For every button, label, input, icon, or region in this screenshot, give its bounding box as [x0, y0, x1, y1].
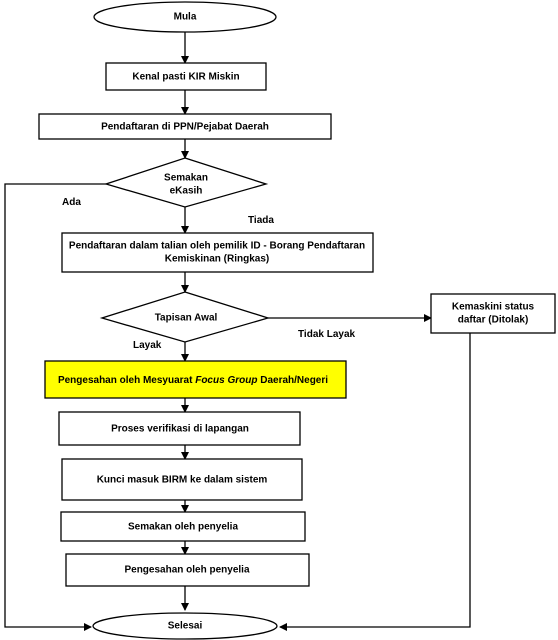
- node-supervisor-confirm: Pengesahan oleh penyelia: [65, 553, 310, 587]
- node-check-ekasih-line2: eKasih: [170, 186, 203, 197]
- node-update-status: Kemaskini status daftar (Ditolak): [430, 293, 556, 334]
- node-field-verification: Proses verifikasi di lapangan: [58, 411, 301, 446]
- node-update-status-line1: Kemaskini status: [452, 302, 535, 313]
- node-start: Mula: [93, 1, 277, 33]
- node-key-in-label: Kunci masuk BIRM ke dalam sistem: [97, 475, 268, 486]
- node-supervisor-confirm-label: Pengesahan oleh penyelia: [124, 565, 249, 576]
- edge-label-tiada: Tiada: [248, 215, 274, 226]
- node-check-ekasih: Semakan eKasih: [103, 157, 269, 208]
- node-start-label: Mula: [174, 12, 197, 23]
- node-focus-group-label: Pengesahan oleh Mesyuarat Focus Group Da…: [58, 375, 328, 386]
- node-online-register-line2: Kemiskinan (Ringkas): [165, 254, 269, 265]
- node-online-register-line1: Pendaftaran dalam talian oleh pemilik ID…: [69, 241, 365, 252]
- node-focus-group-italic: Focus Group: [195, 375, 257, 386]
- edge-label-tidak-layak: Tidak Layak: [298, 329, 356, 340]
- node-focus-group-after: Daerah/Negeri: [257, 375, 328, 386]
- node-update-status-line2: daftar (Ditolak): [458, 315, 529, 326]
- node-focus-group: Pengesahan oleh Mesyuarat Focus Group Da…: [44, 360, 347, 399]
- edge-label-layak: Layak: [133, 340, 162, 351]
- node-supervisor-check-label: Semakan oleh penyelia: [128, 522, 238, 533]
- node-initial-screening: Tapisan Awal: [99, 291, 271, 343]
- node-initial-screening-label: Tapisan Awal: [155, 313, 218, 324]
- node-check-ekasih-line1: Semakan: [164, 173, 208, 184]
- node-identify-label: Kenal pasti KIR Miskin: [132, 72, 239, 83]
- node-focus-group-before: Pengesahan oleh Mesyuarat: [58, 375, 195, 386]
- edge-update-end: [279, 333, 471, 631]
- node-field-verification-label: Proses verifikasi di lapangan: [111, 424, 249, 435]
- connectors: [4, 32, 471, 631]
- node-online-register: Pendaftaran dalam talian oleh pemilik ID…: [61, 232, 374, 273]
- node-supervisor-check: Semakan oleh penyelia: [60, 511, 306, 542]
- node-end-label: Selesai: [168, 621, 203, 632]
- node-register-label: Pendaftaran di PPN/Pejabat Daerah: [101, 122, 269, 133]
- node-key-in: Kunci masuk BIRM ke dalam sistem: [61, 458, 303, 501]
- node-identify: Kenal pasti KIR Miskin: [105, 62, 267, 91]
- edge-ada-end: [4, 183, 106, 631]
- node-end: Selesai: [92, 612, 278, 640]
- edge-label-ada: Ada: [62, 197, 81, 208]
- node-register: Pendaftaran di PPN/Pejabat Daerah: [38, 113, 332, 140]
